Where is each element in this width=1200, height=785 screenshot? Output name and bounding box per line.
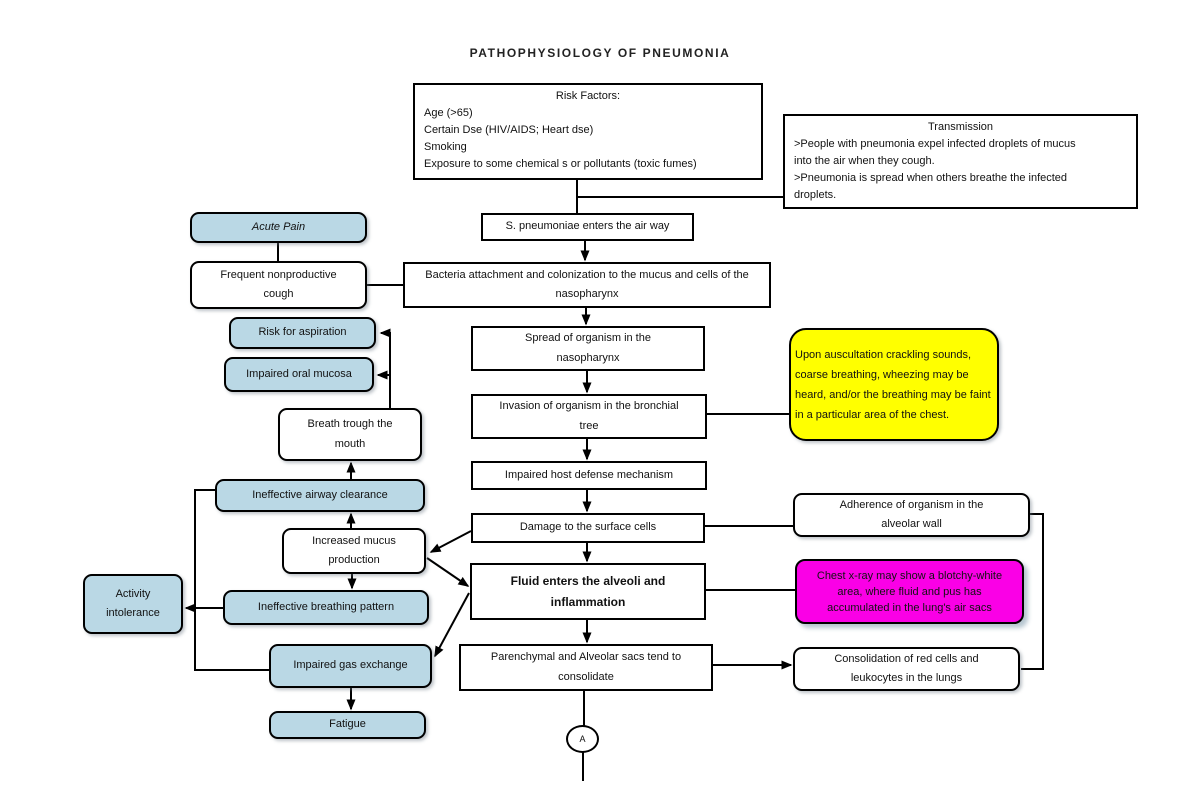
risk-factors-heading: Risk Factors: xyxy=(555,90,621,102)
node-impaired-host-defense: Impaired host defense mechanism xyxy=(471,461,707,490)
node-bacteria-attachment: Bacteria attachment and colonization to … xyxy=(403,262,771,308)
node-damage-surface-cells: Damage to the surface cells xyxy=(471,513,705,543)
node-invasion-bronchial-tree: Invasion of organism in the bronchial tr… xyxy=(471,394,707,439)
node-increased-mucus-production: Increased mucus production xyxy=(282,528,426,574)
node-impaired-gas-exchange: Impaired gas exchange xyxy=(269,644,432,688)
line-adherence-to-consolidation-bracket xyxy=(1021,513,1044,670)
risk-factor-item: Smoking xyxy=(424,141,467,153)
risk-factor-item: Age (>65) xyxy=(424,107,473,119)
node-impaired-oral-mucosa: Impaired oral mucosa xyxy=(224,357,374,392)
node-connector-a: A xyxy=(566,725,599,753)
transmission-box: Transmission >People with pneumonia expe… xyxy=(783,114,1138,209)
node-ineffective-airway-clearance: Ineffective airway clearance xyxy=(215,479,425,512)
node-breath-trough-mouth: Breath trough the mouth xyxy=(278,408,422,461)
arrow-fluid-to-gasexchange xyxy=(434,592,470,658)
node-spneumoniae-enters-airway: S. pneumoniae enters the air way xyxy=(481,213,694,241)
node-risk-for-aspiration: Risk for aspiration xyxy=(229,317,376,349)
risk-factor-item: Certain Dse (HIV/AIDS; Heart dse) xyxy=(424,124,594,136)
note-auscultation: Upon auscultation crackling sounds, coar… xyxy=(789,328,999,441)
transmission-line: >Pneumonia is spread when others breathe… xyxy=(794,172,1068,201)
risk-factor-item: Exposure to some chemical s or pollutant… xyxy=(424,158,697,170)
node-frequent-nonproductive-cough: Frequent nonproductive cough xyxy=(190,261,367,309)
note-chest-xray: Chest x-ray may show a blotchy-white are… xyxy=(795,559,1024,624)
arrow-damage-to-mucus xyxy=(429,530,472,553)
page-title: PATHOPHYSIOLOGY OF PNEUMONIA xyxy=(469,46,731,60)
line-airway-to-gasexchange-elbow xyxy=(194,489,269,671)
transmission-heading: Transmission xyxy=(928,121,993,133)
node-consolidation-red-cells: Consolidation of red cells and leukocyte… xyxy=(793,647,1020,691)
node-activity-intolerance: Activity intolerance xyxy=(83,574,183,634)
node-fatigue: Fatigue xyxy=(269,711,426,739)
node-adherence-alveolar-wall: Adherence of organism in the alveolar wa… xyxy=(793,493,1030,537)
node-fluid-enters-alveoli: Fluid enters the alveoli and inflammatio… xyxy=(470,563,706,620)
arrow-mucus-to-fluid xyxy=(426,557,470,587)
node-acute-pain: Acute Pain xyxy=(190,212,367,243)
node-spread-of-organism: Spread of organism in the nasopharynx xyxy=(471,326,705,371)
node-ineffective-breathing-pattern: Ineffective breathing pattern xyxy=(223,590,429,625)
arrow-breathmouth-to-aspiration xyxy=(379,328,391,408)
risk-factors-box: Risk Factors: Age (>65) Certain Dse (HIV… xyxy=(413,83,763,180)
transmission-line: >People with pneumonia expel infected dr… xyxy=(794,138,1076,167)
node-parenchymal-consolidate: Parenchymal and Alveolar sacs tend to co… xyxy=(459,644,713,691)
